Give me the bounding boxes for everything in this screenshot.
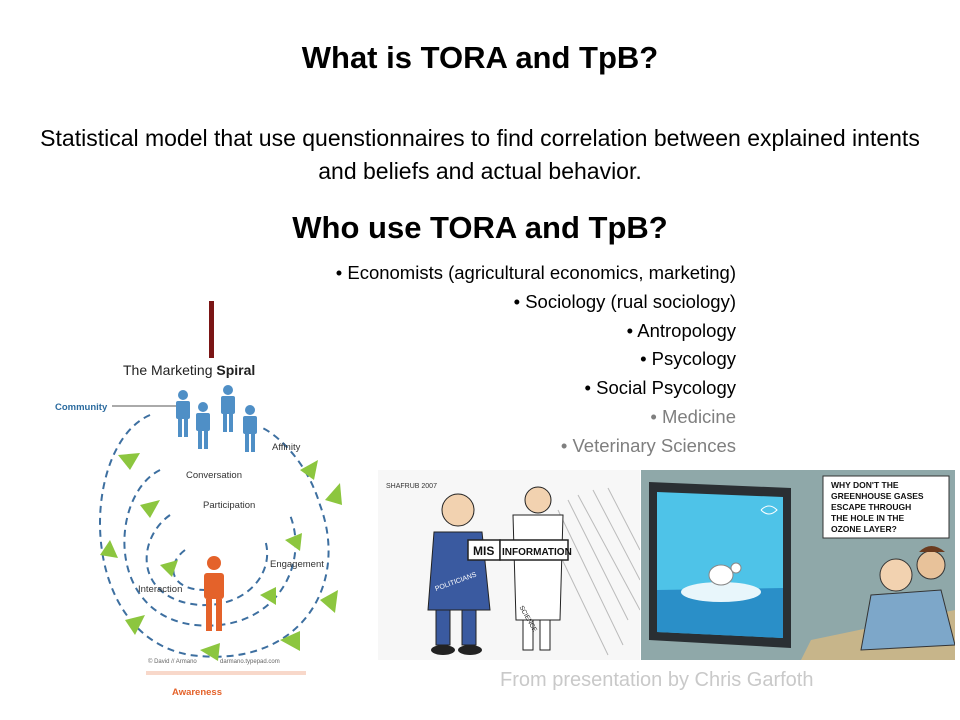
greenhouse-cartoon: WHY DON'T THE GREENHOUSE GASES ESCAPE TH… bbox=[641, 470, 955, 660]
television-icon bbox=[649, 482, 791, 648]
bullet-item: • Sociology (rual sociology) bbox=[513, 290, 736, 312]
label-community: Community bbox=[55, 402, 108, 413]
person-icon bbox=[204, 556, 224, 631]
bullet-list: • Economists (agricultural economics, ma… bbox=[336, 259, 736, 461]
bullet-item: • Social Psycology bbox=[584, 377, 736, 399]
viewer-figures bbox=[860, 546, 955, 651]
label-engagement: Engagement bbox=[270, 559, 324, 570]
label-conversation: Conversation bbox=[186, 470, 242, 481]
spiral-arrows bbox=[100, 453, 342, 661]
bullet-item: • Veterinary Sciences bbox=[560, 434, 736, 456]
bullet-item: • Economists (agricultural economics, ma… bbox=[335, 262, 736, 283]
spiral-title: The Marketing Spiral bbox=[123, 362, 255, 378]
copyright-text: © David // Armano bbox=[148, 658, 197, 665]
svg-text:WHY DON'T THE GREENHOUSE: WHY DON'T THE GREENHOUSE GASES ESCAPE TH… bbox=[831, 480, 926, 534]
label-affinity: Affinity bbox=[272, 442, 301, 453]
svg-text:MIS: MIS bbox=[473, 544, 494, 558]
label-interaction: Interaction bbox=[138, 584, 182, 595]
bullet-item: • Psycology bbox=[640, 348, 736, 370]
credit-text: From presentation by Chris Garfoth bbox=[500, 669, 814, 691]
marketing-spiral-diagram: The Marketing Spiral Community bbox=[55, 362, 342, 698]
svg-text:INFORMATION: INFORMATION bbox=[502, 547, 572, 558]
speech-caption: WHY DON'T THE GREENHOUSE GASES ESCAPE TH… bbox=[822, 475, 950, 539]
misinformation-cartoon: SHAFRUB 2007 POLITICIANS SCIENCE MIS INF… bbox=[378, 470, 640, 660]
cartoon-artist: SHAFRUB 2007 bbox=[386, 483, 437, 490]
site-text: darmano.typepad.com bbox=[220, 659, 280, 665]
community-people-icon bbox=[176, 385, 257, 452]
bullet-item: • Antropology bbox=[626, 319, 736, 341]
slide-title: What is TORA and TpB? bbox=[301, 40, 659, 75]
section-title: Who use TORA and TpB? bbox=[292, 210, 668, 245]
bullet-item: • Medicine bbox=[650, 405, 736, 427]
slide-subtitle: Statistical model that use quenstionnair… bbox=[40, 125, 920, 184]
label-awareness: Awareness bbox=[172, 687, 222, 698]
accent-bar bbox=[209, 301, 214, 358]
misinformation-sign: MIS INFORMATION bbox=[467, 539, 572, 561]
label-participation: Participation bbox=[203, 500, 255, 511]
